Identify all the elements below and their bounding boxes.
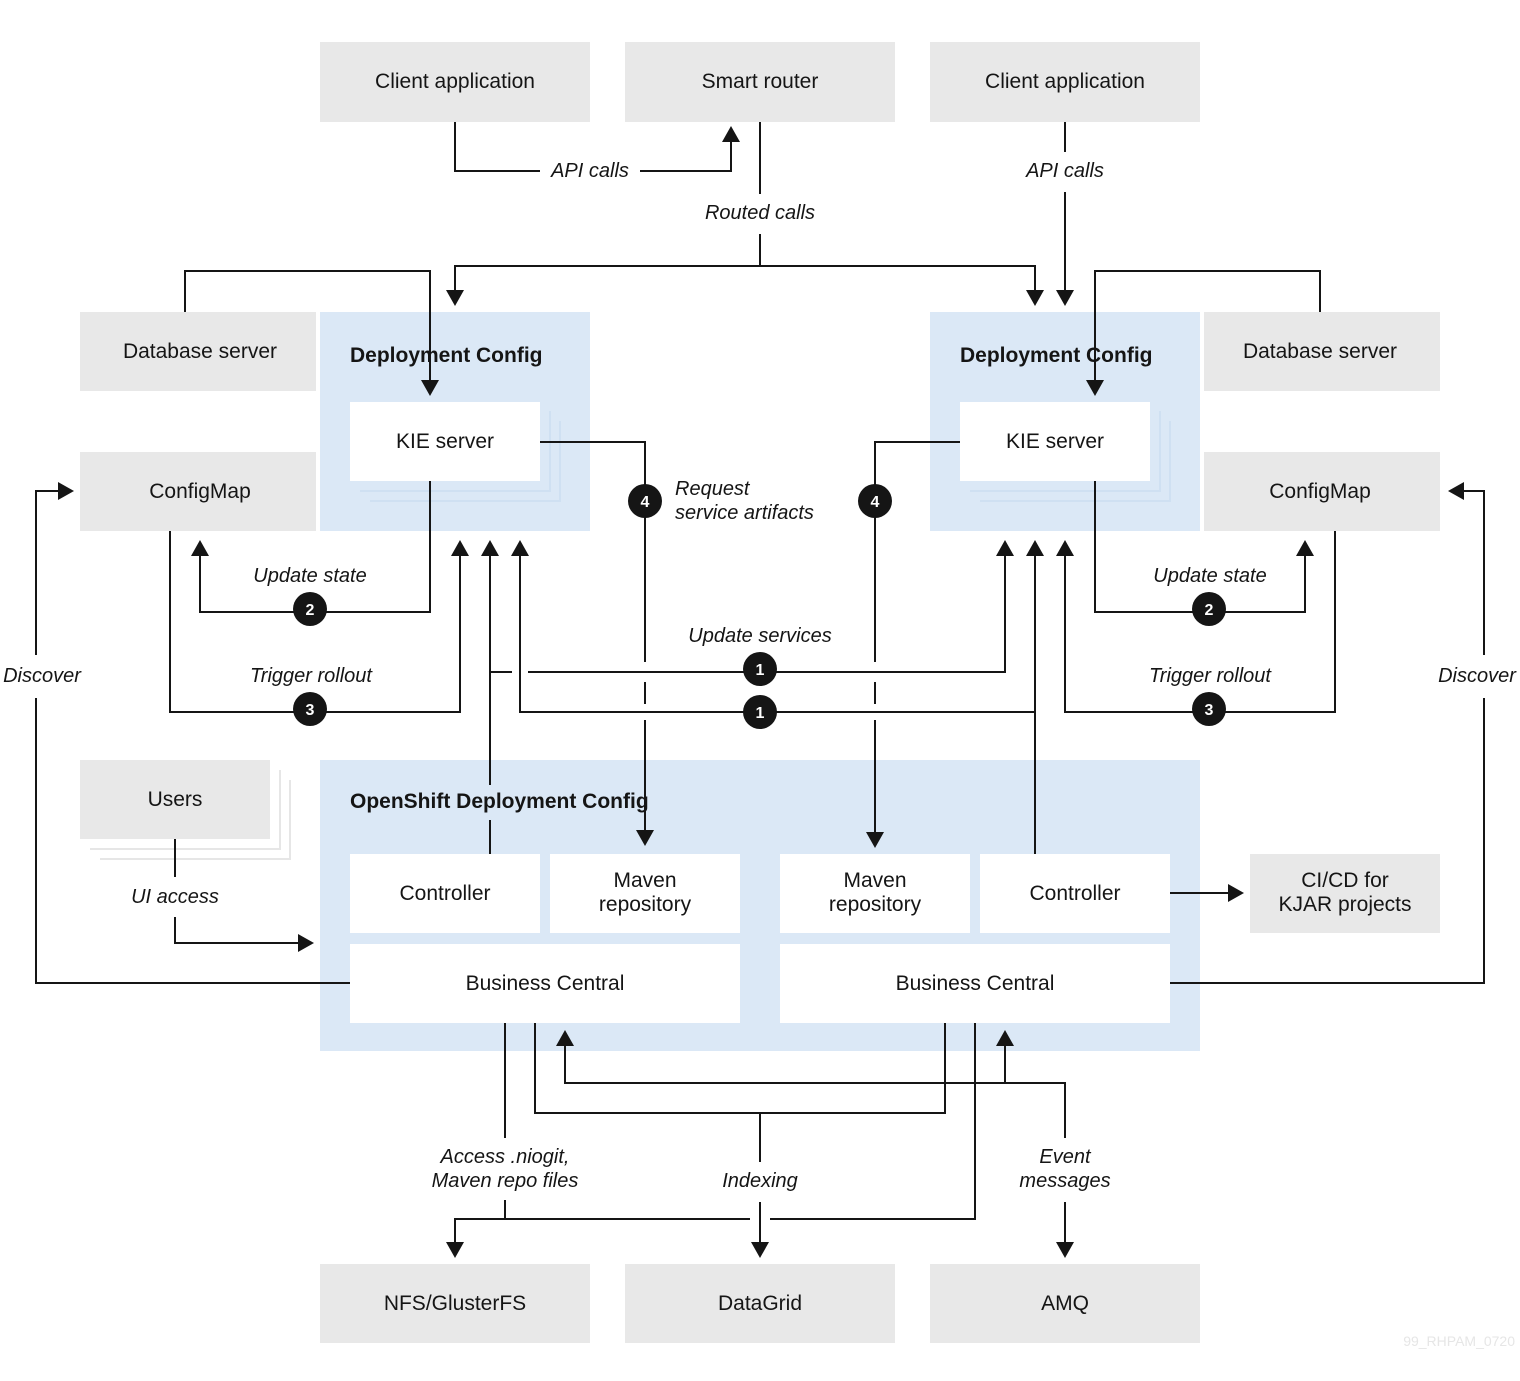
step-2-right-number: 2: [1205, 602, 1214, 619]
datagrid-label: DataGrid: [718, 1292, 802, 1315]
users-stack: [90, 770, 291, 860]
step-2-left-badge: [293, 592, 327, 626]
ui-access-label: UI access: [131, 886, 219, 908]
trigger-rollout-right-label: Trigger rollout: [1149, 665, 1272, 687]
business-central-left-box: [350, 944, 740, 1023]
business-central-left-label: Business Central: [466, 972, 625, 995]
client-application-left-label: Client application: [375, 70, 535, 93]
maven-right-box: [780, 854, 970, 933]
api-calls-right-label: API calls: [1025, 160, 1104, 182]
step-2-right-badge: [1192, 592, 1226, 626]
controller-left-box: [350, 854, 540, 933]
cicd-label-line1: CI/CD for: [1301, 869, 1389, 892]
configmap-right-label: ConfigMap: [1269, 480, 1371, 503]
step-3-right-number: 3: [1205, 702, 1214, 719]
configmap-left-label: ConfigMap: [149, 480, 251, 503]
event-messages-line1: Event: [1039, 1146, 1092, 1168]
client-application-right-box: [930, 42, 1200, 122]
request-service-artifacts-line1: Request: [675, 478, 751, 500]
access-niogit-line2: Maven repo files: [432, 1170, 579, 1192]
step-3-left-badge: [293, 692, 327, 726]
users-label: Users: [148, 788, 203, 811]
kie-server-right-box: [960, 402, 1150, 481]
openshift-deployment-config-title: OpenShift Deployment Config: [350, 790, 649, 813]
step-1-lower-number: 1: [756, 705, 765, 722]
update-services-label: Update services: [688, 625, 831, 647]
step-2-left-number: 2: [306, 602, 315, 619]
cicd-box: [1250, 854, 1440, 933]
arrowheads: [58, 126, 1464, 1258]
kie-server-right-label: KIE server: [1006, 430, 1104, 453]
controller-right-box: [980, 854, 1170, 933]
nfs-label: NFS/GlusterFS: [384, 1292, 526, 1315]
smart-router-label: Smart router: [702, 70, 819, 93]
database-server-left-box: [80, 312, 316, 391]
kie-right-stack: [970, 411, 1171, 502]
api-calls-left-label: API calls: [550, 160, 629, 182]
step-4-right-badge: [858, 484, 892, 518]
step-4-left-badge: [628, 484, 662, 518]
update-state-right-label: Update state: [1153, 565, 1266, 587]
maven-right-label-line1: Maven: [843, 869, 906, 892]
users-box: [80, 760, 270, 839]
step-4-left-number: 4: [641, 494, 650, 511]
database-server-right-label: Database server: [1243, 340, 1397, 363]
step-1-lower-badge: [743, 695, 777, 729]
maven-left-label-line2: repository: [599, 893, 692, 916]
deployment-config-left-title: Deployment Config: [350, 344, 543, 367]
figure-id-watermark: 99_RHPAM_0720: [1403, 1333, 1515, 1349]
kie-left-stack: [360, 411, 561, 502]
indexing-label: Indexing: [722, 1170, 798, 1192]
database-server-right-box: [1204, 312, 1440, 391]
event-messages-line2: messages: [1019, 1170, 1110, 1192]
trigger-rollout-left-label: Trigger rollout: [250, 665, 373, 687]
configmap-left-box: [80, 452, 316, 531]
kie-server-left-label: KIE server: [396, 430, 494, 453]
kie-server-left-box: [350, 402, 540, 481]
deployment-config-right-title: Deployment Config: [960, 344, 1153, 367]
controller-left-label: Controller: [399, 882, 490, 905]
step-3-left-number: 3: [306, 702, 315, 719]
discover-right-label: Discover: [1438, 665, 1517, 687]
business-central-right-label: Business Central: [896, 972, 1055, 995]
step-1-upper-badge: [743, 652, 777, 686]
update-state-left-label: Update state: [253, 565, 366, 587]
routed-calls-label: Routed calls: [705, 202, 815, 224]
maven-right-label-line2: repository: [829, 893, 922, 916]
access-niogit-line1: Access .niogit,: [440, 1146, 570, 1168]
step-4-right-number: 4: [871, 494, 880, 511]
discover-left-label: Discover: [3, 665, 82, 687]
client-application-left-box: [320, 42, 590, 122]
step-3-right-badge: [1192, 692, 1226, 726]
nfs-box: [320, 1264, 590, 1343]
amq-label: AMQ: [1041, 1292, 1089, 1315]
cicd-label-line2: KJAR projects: [1278, 893, 1411, 916]
configmap-right-box: [1204, 452, 1440, 531]
amq-box: [930, 1264, 1200, 1343]
datagrid-box: [625, 1264, 895, 1343]
smart-router-box: [625, 42, 895, 122]
step-1-upper-number: 1: [756, 662, 765, 679]
request-service-artifacts-line2: service artifacts: [675, 502, 814, 524]
maven-left-box: [550, 854, 740, 933]
maven-left-label-line1: Maven: [613, 869, 676, 892]
step-badges: 4 4 2 2 3 3 1 1: [293, 484, 1226, 729]
client-application-right-label: Client application: [985, 70, 1145, 93]
business-central-right-box: [780, 944, 1170, 1023]
controller-right-label: Controller: [1029, 882, 1120, 905]
database-server-left-label: Database server: [123, 340, 277, 363]
